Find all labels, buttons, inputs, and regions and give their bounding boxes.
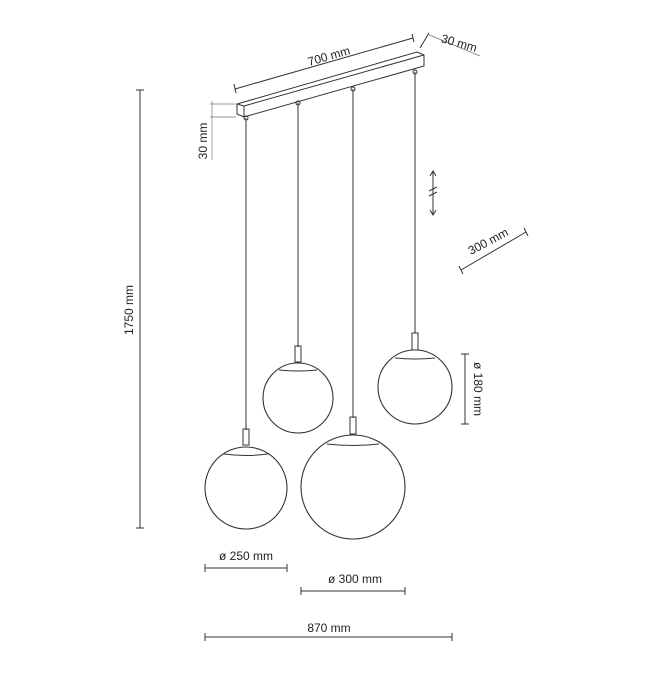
dimension-canopy-length: 700 mm xyxy=(233,33,415,94)
suspension-cords xyxy=(243,69,418,430)
medium-globe-label: ø 250 mm xyxy=(219,549,273,563)
canopy-length-label: 700 mm xyxy=(306,43,352,68)
large-globe-label: ø 300 mm xyxy=(328,572,382,586)
total-height-label: 1750 mm xyxy=(122,285,136,335)
adjustable-arrow-icon xyxy=(428,170,438,216)
globe-small-right xyxy=(377,332,453,425)
dimension-small-globe: ø 180 mm xyxy=(461,353,485,425)
adjustable-drop-label: 300 mm xyxy=(466,225,511,258)
globe-small-middle xyxy=(262,345,334,434)
canopy-depth-label: 30 mm xyxy=(440,31,479,55)
dimension-adjustable-drop: 300 mm xyxy=(458,225,529,275)
dimension-canopy-height: 30 mm xyxy=(196,101,236,160)
dimension-total-width: 870 mm xyxy=(204,621,453,641)
small-globe-label: ø 180 mm xyxy=(471,362,485,416)
canopy-bar xyxy=(236,51,425,118)
dimension-total-height: 1750 mm xyxy=(122,89,144,529)
dimension-medium-globe: ø 250 mm xyxy=(204,549,288,572)
globe-medium-left xyxy=(204,428,288,530)
dimension-large-globe: ø 300 mm xyxy=(300,572,406,595)
dimension-canopy-depth: 30 mm xyxy=(419,31,481,57)
globe-large xyxy=(300,416,406,540)
total-width-label: 870 mm xyxy=(307,621,350,635)
canopy-height-label: 30 mm xyxy=(196,123,210,160)
